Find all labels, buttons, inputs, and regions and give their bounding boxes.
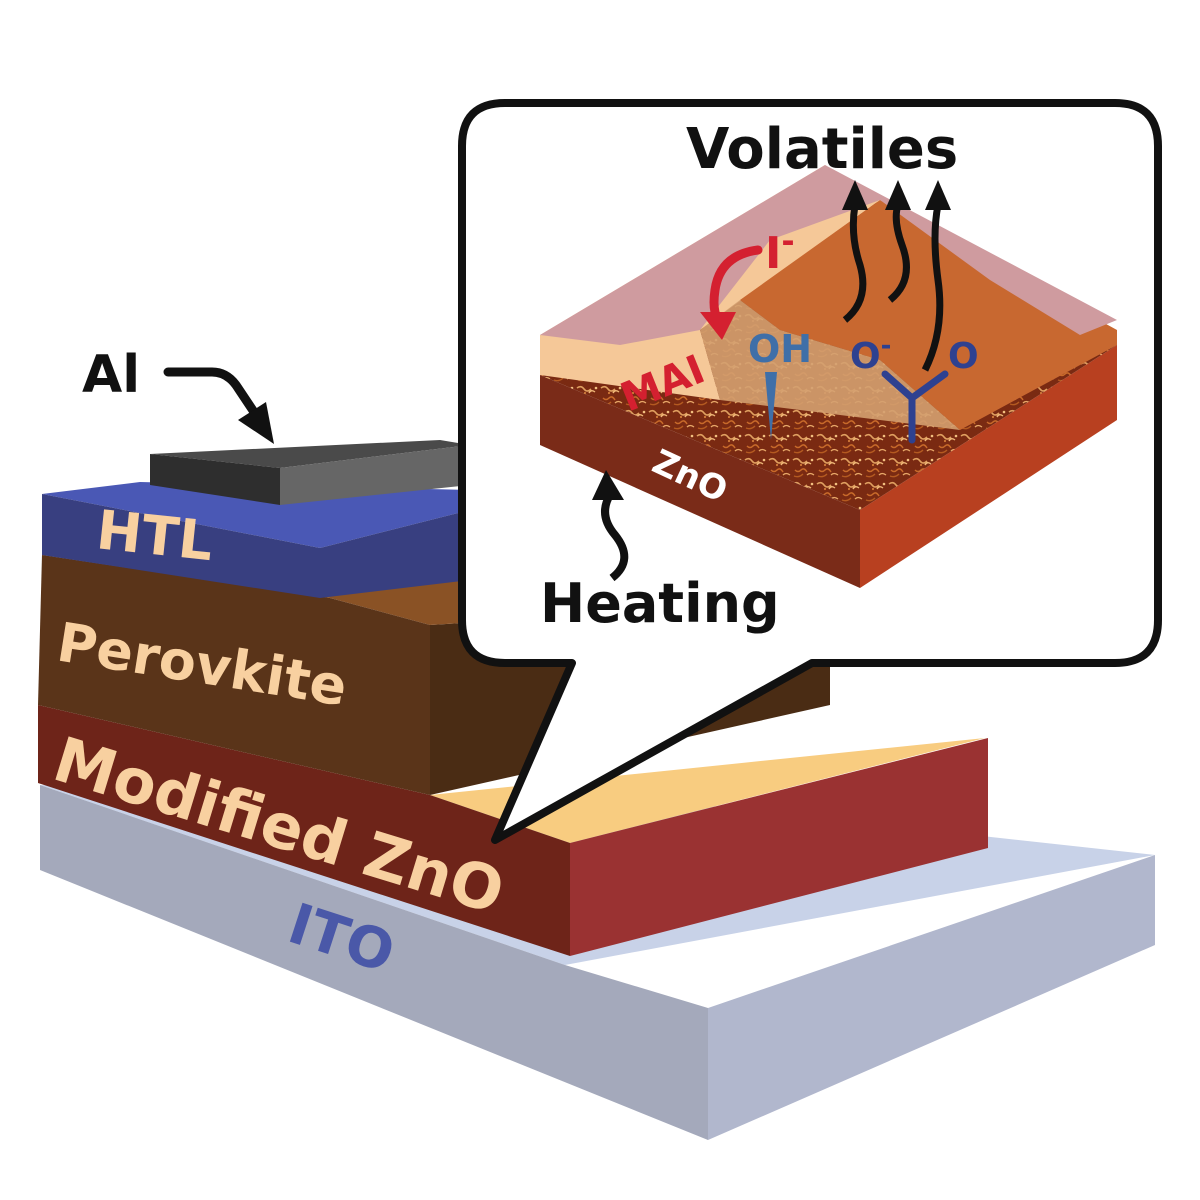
iodide-charge: - <box>781 222 794 260</box>
hydroxyl-anchor <box>765 372 777 440</box>
al-front-face <box>150 454 280 505</box>
iodide-symbol: I <box>765 228 781 279</box>
perovskite-front-face <box>38 555 430 795</box>
volatile-arrows <box>842 180 951 372</box>
heating-arrow <box>601 492 629 582</box>
htl-label: HTL <box>94 498 216 573</box>
htl-top-face <box>42 482 470 548</box>
modified-zno-top-face <box>430 738 985 843</box>
volatile-arrow-1 <box>842 204 867 323</box>
oxo-left-label: O- <box>850 331 891 377</box>
htl-layer <box>42 482 470 598</box>
hydroxyl-label: OH <box>748 327 812 371</box>
al-side-face <box>280 445 470 505</box>
volatile-arrowhead-1 <box>842 180 868 210</box>
volatile-arrowhead-3 <box>925 180 951 210</box>
oxo-anchor <box>881 370 949 444</box>
ito-front-face <box>40 785 708 1140</box>
al-label: Al <box>82 345 140 405</box>
zoom-front-face <box>540 375 860 588</box>
zoom-side-face <box>860 345 1117 588</box>
modified-zno-front-face <box>38 705 570 956</box>
iodide-label: I- <box>765 222 795 279</box>
zoom-block <box>540 165 1117 588</box>
al-pointer-arrowhead <box>238 402 274 444</box>
htl-front-face <box>42 494 470 598</box>
zoom-orange-layer <box>740 200 1117 430</box>
zoom-pink-surface <box>540 165 1117 345</box>
al-top-face <box>150 440 470 468</box>
iodide-arrowhead <box>700 312 736 340</box>
modified-zno-layer <box>38 705 988 956</box>
al-electrode <box>150 440 470 505</box>
ito-side-face <box>708 855 1155 1140</box>
oxo-right-label: O <box>948 336 979 377</box>
volatile-arrowhead-2 <box>885 180 911 210</box>
heating-arrowhead <box>592 470 624 500</box>
heating-label: Heating <box>540 572 780 635</box>
volatile-arrow-2 <box>887 203 910 303</box>
volatile-arrow-3 <box>921 204 944 372</box>
al-pointer-arrow <box>163 367 263 423</box>
oxo-charge: - <box>881 331 892 361</box>
zoom-tan-wedge <box>700 300 960 430</box>
modified-zno-side-face <box>570 738 988 956</box>
volatiles-label: Volatiles <box>686 117 958 182</box>
oxo-left-symbol: O <box>850 336 881 377</box>
